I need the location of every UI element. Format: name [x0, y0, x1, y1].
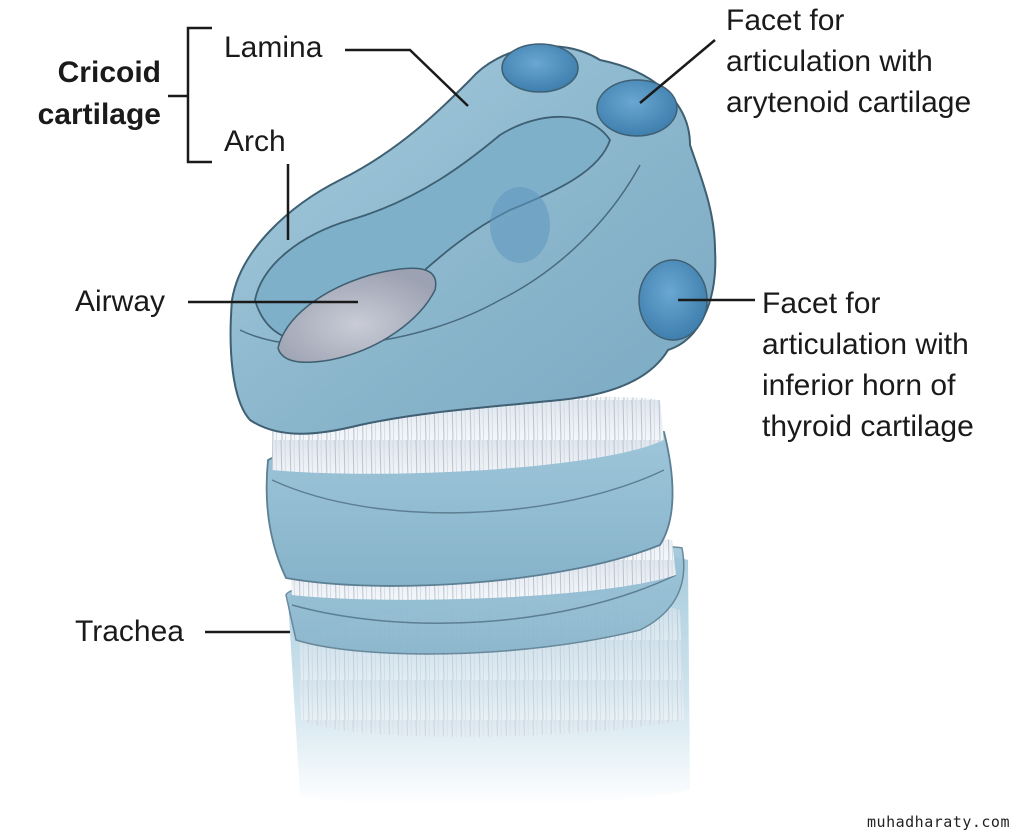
arytenoid-facet-label: Facet for articulation with arytenoid ca… — [726, 4, 972, 119]
cricoid-bracket — [168, 26, 212, 164]
watermark-text: muhadharaty.com — [867, 813, 1010, 831]
cricoid-title: Cricoid cartilage — [37, 56, 161, 131]
leader-lines — [168, 26, 755, 634]
arytenoid-facets — [501, 43, 678, 137]
lamina-label: Lamina — [224, 31, 323, 64]
airway-label: Airway — [75, 285, 166, 318]
thyroid-facet-label: Facet for articulation with inferior hor… — [762, 287, 974, 443]
arytenoid-facet-leader — [639, 39, 716, 104]
lamina-leader — [345, 48, 469, 107]
trachea-label: Trachea — [75, 615, 184, 648]
cricoid-cartilage — [229, 45, 717, 435]
arch-label: Arch — [224, 125, 286, 158]
